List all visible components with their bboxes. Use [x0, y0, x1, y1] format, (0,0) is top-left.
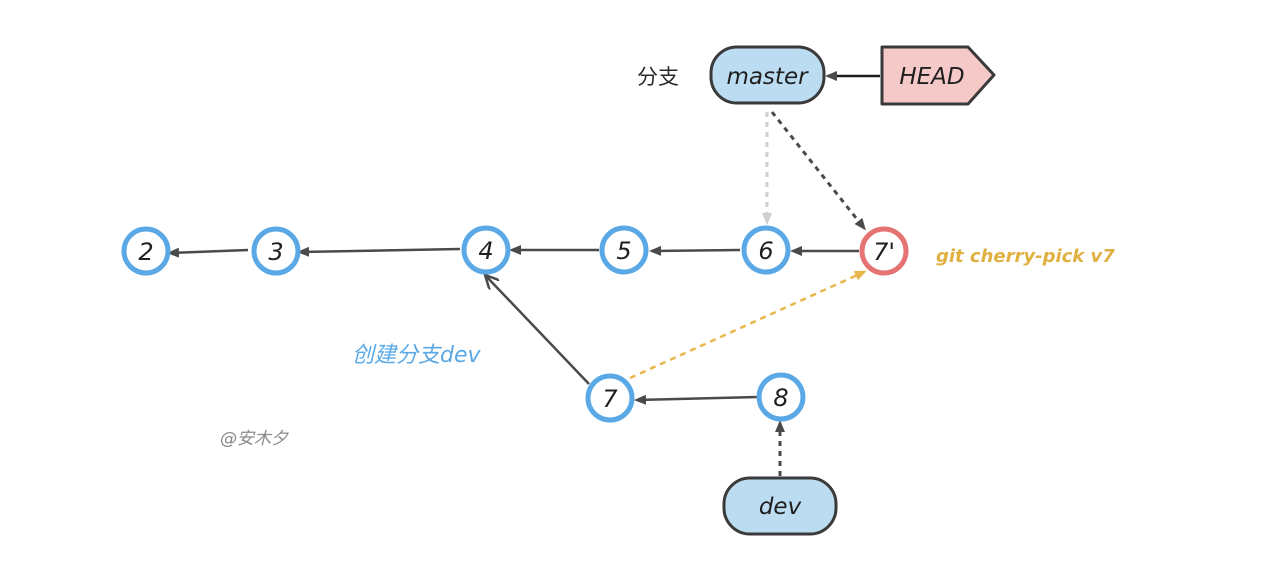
edge-7-to-4 — [485, 275, 590, 385]
commit-7-picked-label: 7' — [873, 238, 895, 266]
edge-8-to-7 — [634, 394, 759, 405]
author-watermark: @安木夕 — [220, 429, 289, 449]
commit-3-label: 3 — [268, 238, 283, 266]
master-prefix-label: 分支 — [637, 65, 679, 89]
commit-3: 3 — [251, 226, 301, 276]
master-branch-ref: master — [709, 45, 826, 105]
edge-3-to-2 — [167, 247, 249, 258]
dev-branch-label: dev — [759, 494, 802, 520]
head-ref: HEAD — [880, 45, 996, 106]
master-pointer-arrow — [770, 111, 866, 231]
commit-4-label: 4 — [478, 237, 493, 265]
commit-5: 5 — [599, 225, 649, 275]
edge-4-to-3 — [297, 246, 461, 257]
commit-7-picked: 7' — [859, 226, 909, 276]
edge-6-to-5 — [649, 245, 741, 256]
cherry-pick-arrow — [629, 270, 867, 380]
commit-4: 4 — [461, 225, 511, 275]
dev-branch-ref: dev — [722, 476, 838, 536]
master-branch-label: master — [726, 64, 809, 90]
cherry-pick-command-label: git cherry-pick v7 — [936, 246, 1115, 267]
create-branch-note: 创建分支dev — [352, 343, 482, 368]
commit-2-label: 2 — [138, 238, 153, 266]
commit-7: 7 — [585, 373, 635, 423]
commit-8-label: 8 — [773, 384, 788, 412]
commit-5-label: 5 — [616, 237, 631, 265]
commit-7-label: 7 — [602, 385, 618, 413]
commit-6-label: 6 — [758, 237, 773, 265]
commit-8: 8 — [756, 372, 806, 422]
commit-6: 6 — [741, 225, 791, 275]
head-label: HEAD — [899, 64, 964, 90]
commit-2: 2 — [121, 226, 171, 276]
